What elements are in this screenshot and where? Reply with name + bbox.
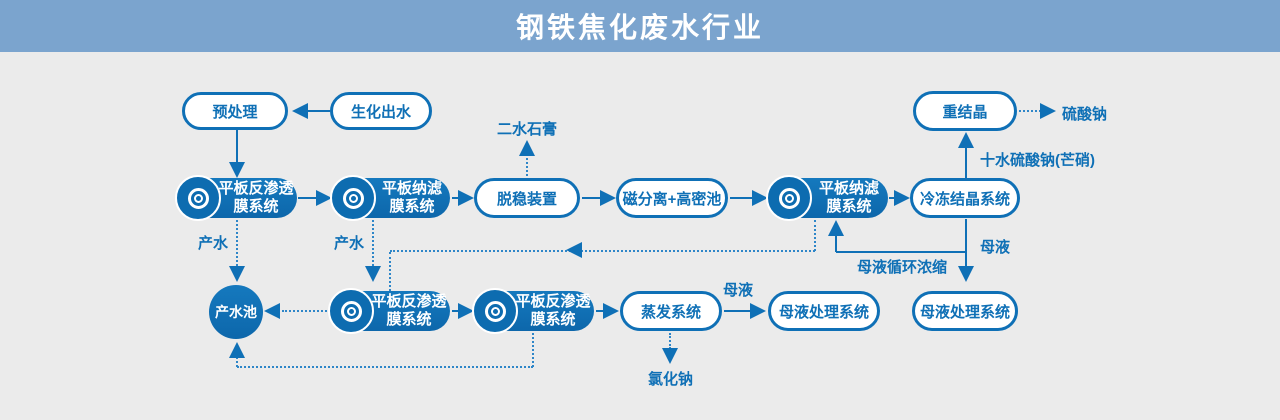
node-nf-membrane-2: 平板纳滤膜系统	[766, 175, 888, 221]
arrow-robot1-to-pool-head	[264, 303, 280, 319]
label-mother-liquor-mid: 母液	[723, 282, 754, 299]
membrane-disc-icon	[766, 175, 812, 221]
recycle-branch-vline	[835, 236, 837, 252]
node-ml-treatment-2: 母液处理系统	[912, 291, 1018, 331]
membrane-disc-icon	[175, 175, 221, 221]
membrane-disc-icon	[330, 175, 376, 221]
node-nf-membrane-1: 平板纳滤膜系统	[330, 175, 450, 221]
arrow-gypsum-head	[519, 140, 535, 156]
arrow-pretreat-down-line	[236, 130, 238, 164]
arrow-row3-2-line	[596, 310, 604, 312]
recycle-branch-hline	[836, 251, 966, 253]
arrow-product-water-1-head	[229, 266, 245, 282]
pool-return-hline	[237, 366, 533, 368]
node-evaporation: 蒸发系统	[620, 291, 722, 331]
arrow-freeze-down-head	[958, 266, 974, 282]
label-product-water-1: 产水	[198, 235, 229, 252]
node-pretreatment: 预处理	[182, 92, 288, 130]
label-sodium-sulfate: 硫酸钠	[1062, 106, 1108, 123]
label-gypsum: 二水石膏	[497, 121, 558, 138]
arrow-bio-to-pretreat-head	[292, 103, 308, 119]
node-ro-membrane-2: 平板反渗透膜系统	[328, 288, 450, 334]
pool-return-head-up	[229, 342, 245, 358]
arrow-recryst-to-sulfate-head	[1040, 103, 1056, 119]
node-magnetic-separation: 磁分离+高密池	[616, 178, 728, 218]
page-header: 钢铁焦化废水行业	[0, 0, 1280, 52]
node-product-water-pool: 产水池	[209, 285, 263, 339]
feedback-dotted-hline	[390, 250, 815, 252]
node-ml-treatment-1: 母液处理系统	[768, 291, 880, 331]
arrow-bio-to-pretreat-line	[308, 110, 330, 112]
arrow-product-water-1-line	[236, 220, 238, 266]
recycle-branch-head-up	[828, 220, 844, 236]
arrow-freeze-down-line	[965, 219, 967, 268]
feedback-dotted-left-vline	[389, 252, 391, 291]
arrow-row3-1-head	[458, 303, 474, 319]
arrow-row2-4-head	[752, 190, 768, 206]
node-recrystallization: 重结晶	[913, 91, 1017, 131]
arrow-freeze-up-line	[965, 148, 967, 178]
node-destabilizer: 脱稳装置	[474, 178, 580, 218]
arrow-row2-3-head	[600, 190, 616, 206]
label-product-water-2: 产水	[334, 235, 365, 252]
arrow-product-water-2-line	[372, 220, 374, 266]
arrow-row2-5-line	[889, 197, 895, 199]
arrow-product-water-2-head	[365, 266, 381, 282]
membrane-disc-icon	[328, 288, 374, 334]
node-freeze-crystallization: 冷冻结晶系统	[910, 178, 1020, 218]
arrow-nacl-line	[669, 333, 671, 349]
arrow-row2-5-head	[894, 190, 910, 206]
arrow-row2-2-head	[458, 190, 474, 206]
arrow-recryst-to-sulfate-line	[1019, 110, 1041, 112]
arrow-row2-1-line	[298, 197, 316, 199]
arrow-row3-2-head	[603, 303, 619, 319]
label-mother-liquor-right: 母液	[980, 239, 1011, 256]
arrow-row2-4-line	[730, 197, 752, 199]
membrane-disc-icon	[472, 288, 518, 334]
pool-return-vline-left	[236, 357, 238, 367]
feedback-dotted-head-left	[566, 242, 582, 258]
arrow-robot1-to-pool-line	[282, 310, 330, 312]
arrow-nacl-head	[662, 348, 678, 364]
arrow-row2-1-head	[316, 190, 332, 206]
arrow-row2-3-line	[582, 197, 600, 199]
arrow-freeze-up-head	[958, 132, 974, 148]
node-bio-effluent: 生化出水	[330, 92, 432, 130]
arrow-row2-2-line	[452, 197, 460, 199]
arrow-evap-to-ml1-head	[750, 303, 766, 319]
arrow-gypsum-line	[526, 158, 528, 176]
label-sodium-chloride: 氯化钠	[648, 371, 694, 388]
page-title: 钢铁焦化废水行业	[515, 12, 764, 43]
arrow-row3-1-line	[452, 310, 460, 312]
arrow-pretreat-down-head	[229, 162, 245, 178]
pool-return-vline-right	[532, 333, 534, 367]
node-ro-membrane-3: 平板反渗透膜系统	[472, 288, 594, 334]
node-ro-membrane-1: 平板反渗透膜系统	[175, 175, 297, 221]
feedback-dotted-right-vline	[814, 220, 816, 251]
label-sodium-sulfate-deca: 十水硫酸钠(芒硝)	[980, 152, 1095, 169]
arrow-evap-to-ml1-line	[724, 310, 750, 312]
label-ml-recycle: 母液循环浓缩	[857, 259, 948, 276]
